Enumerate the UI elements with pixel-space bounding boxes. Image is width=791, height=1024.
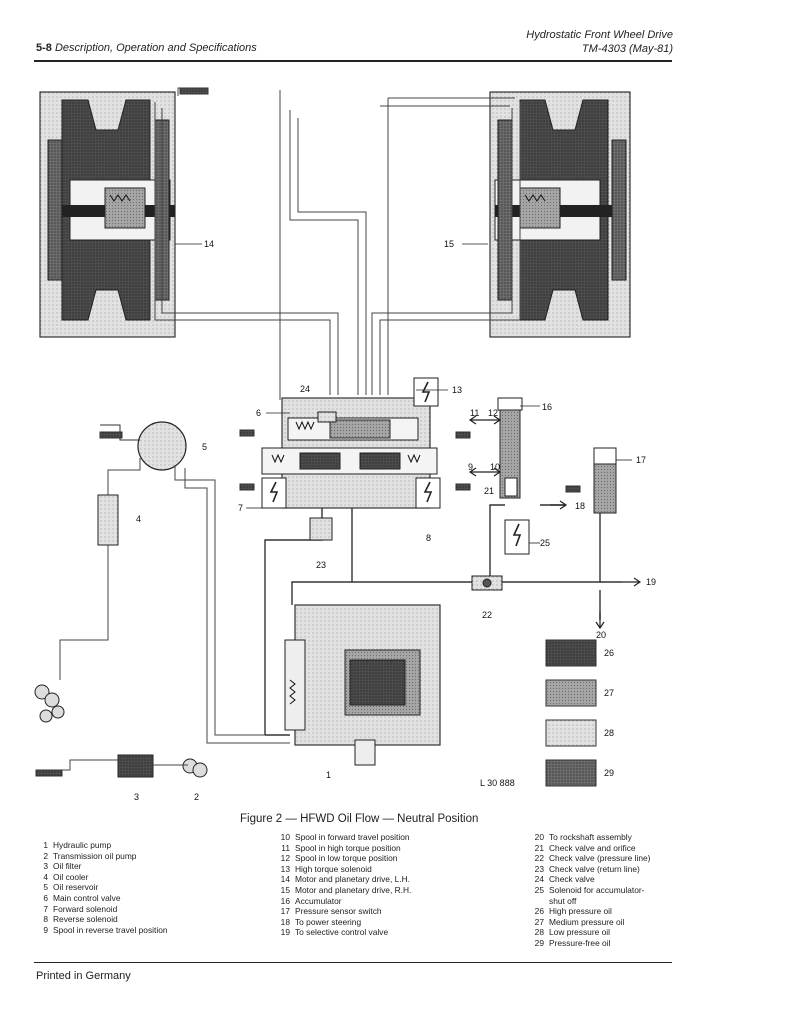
footer-rule [34, 962, 672, 963]
callout-24: 24 [300, 384, 310, 394]
callout-25: 25 [540, 538, 550, 548]
callout-14: 14 [204, 239, 214, 249]
callout-26: 26 [604, 648, 614, 658]
callout-8: 8 [426, 533, 431, 543]
check-valves [309, 411, 503, 591]
callout-leaders [175, 243, 632, 544]
reference-code: L 30 888 [480, 778, 515, 788]
pressure-sensor-switch [593, 447, 617, 514]
callout-19: 19 [646, 577, 656, 587]
callout-17: 17 [636, 455, 646, 465]
manual-title: Hydrostatic Front Wheel Drive [526, 29, 673, 41]
oil-reservoir [100, 421, 187, 471]
callout-5: 5 [202, 442, 207, 452]
callout-11: 11 [470, 408, 479, 418]
callout-4: 4 [136, 514, 141, 524]
page-number: 5-8 [36, 42, 52, 54]
callout-12: 12 [488, 408, 498, 418]
callout-23: 23 [316, 560, 326, 570]
callout-16: 16 [542, 402, 552, 412]
motor-right [489, 91, 631, 338]
oil-cooler [59, 458, 290, 744]
callout-28: 28 [604, 728, 614, 738]
callout-2: 2 [194, 792, 199, 802]
callout-22: 22 [482, 610, 492, 620]
footer-text: Printed in Germany [36, 970, 131, 982]
legend-item: shut off [549, 895, 577, 906]
callout-27: 27 [604, 688, 614, 698]
main-control-valve [261, 397, 438, 509]
callout-9: 9 [468, 462, 473, 472]
callout-21: 21 [484, 486, 494, 496]
callout-15: 15 [444, 239, 454, 249]
header-rule [34, 60, 672, 62]
oil-pressure-swatches [545, 639, 597, 787]
callout-7: 7 [238, 503, 243, 513]
manual-number: TM-4303 (May-81) [581, 43, 673, 55]
section-title: Description, Operation and Specification… [54, 42, 257, 54]
callout-3: 3 [134, 792, 139, 802]
figure-caption: Figure 2 — HFWD Oil Flow — Neutral Posit… [240, 813, 479, 825]
accumulator [497, 397, 523, 499]
motor-left [39, 91, 176, 338]
callout-10: 10 [490, 462, 500, 472]
hydraulic-pump [284, 604, 441, 766]
callout-18: 18 [575, 501, 585, 511]
callout-20: 20 [596, 630, 606, 640]
solenoid-symbols [261, 377, 530, 555]
tank-symbols [35, 87, 581, 777]
callout-6: 6 [256, 408, 261, 418]
callout-29: 29 [604, 768, 614, 778]
page-header-right: Hydrostatic Front Wheel Drive TM-4303 (M… [526, 28, 673, 56]
flow-arrows [468, 415, 642, 630]
callout-1: 1 [326, 770, 331, 780]
gear-pump [34, 684, 208, 778]
hydraulic-diagram: 14 15 24 6 13 16 11 12 5 17 9 10 21 18 7… [34, 87, 656, 802]
page-header-left: 5-8 Description, Operation and Specifica… [36, 42, 257, 54]
callout-labels: 14 15 24 6 13 16 11 12 5 17 9 10 21 18 7… [134, 239, 656, 802]
callout-13: 13 [452, 385, 462, 395]
